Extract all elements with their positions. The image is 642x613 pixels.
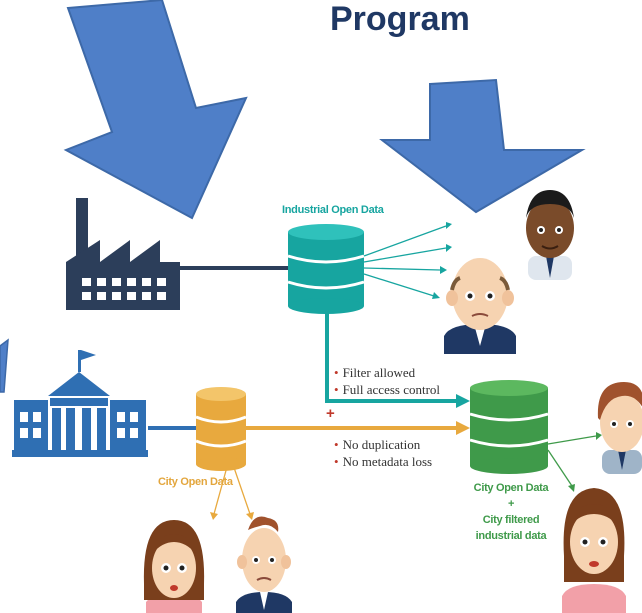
industrial-open-data-label: Industrial Open Data — [282, 204, 384, 216]
note-item: •No metadata loss — [334, 453, 432, 470]
person-avatar-icon — [526, 190, 574, 280]
arrow-head-icon — [456, 421, 470, 435]
merged-label-line: + — [507, 498, 515, 510]
factory-icon — [66, 198, 180, 310]
industrial-database-icon — [287, 224, 365, 314]
city-hall-icon — [12, 350, 148, 457]
note-text: No duplication — [342, 437, 421, 452]
person-avatar-icon — [444, 258, 516, 354]
merged-data-label: City Open Data + City filtered industria… — [470, 480, 552, 544]
merged-database-icon — [469, 380, 549, 474]
arrow-partial-icon — [0, 338, 9, 393]
person-avatar-icon — [597, 382, 642, 474]
note-item: •Filter allowed — [334, 364, 440, 381]
arrow-down-large-icon — [63, 0, 248, 220]
person-avatar-icon — [236, 516, 292, 613]
industrial-to-merged-line — [325, 306, 458, 403]
note-text: Full access control — [342, 382, 441, 397]
note-item: •Full access control — [334, 381, 440, 398]
industrial-fanout-arrows — [363, 222, 452, 299]
arrow-head-icon — [456, 394, 470, 408]
city-database-icon — [195, 387, 247, 471]
city-open-data-label: City Open Data — [158, 476, 233, 488]
note-text: No metadata loss — [342, 454, 433, 469]
arrow-down-large-icon — [379, 78, 586, 214]
plus-sign: + — [326, 405, 335, 422]
merged-label-line: City Open Data — [473, 482, 549, 494]
person-avatar-icon — [562, 488, 626, 613]
bullet-icon: • — [334, 365, 339, 380]
bullet-icon: • — [334, 437, 339, 452]
access-control-notes: •Filter allowed •Full access control — [334, 364, 440, 398]
person-avatar-icon — [143, 520, 205, 613]
merged-fanout-arrows — [547, 432, 602, 492]
page-title: Program — [330, 0, 470, 38]
bullet-icon: • — [334, 454, 339, 469]
note-item: •No duplication — [334, 436, 432, 453]
bullet-icon: • — [334, 382, 339, 397]
note-text: Filter allowed — [342, 365, 416, 380]
integration-notes: •No duplication •No metadata loss — [334, 436, 432, 470]
merged-label-line: City filtered — [482, 514, 540, 526]
merged-label-line: industrial data — [475, 530, 547, 542]
